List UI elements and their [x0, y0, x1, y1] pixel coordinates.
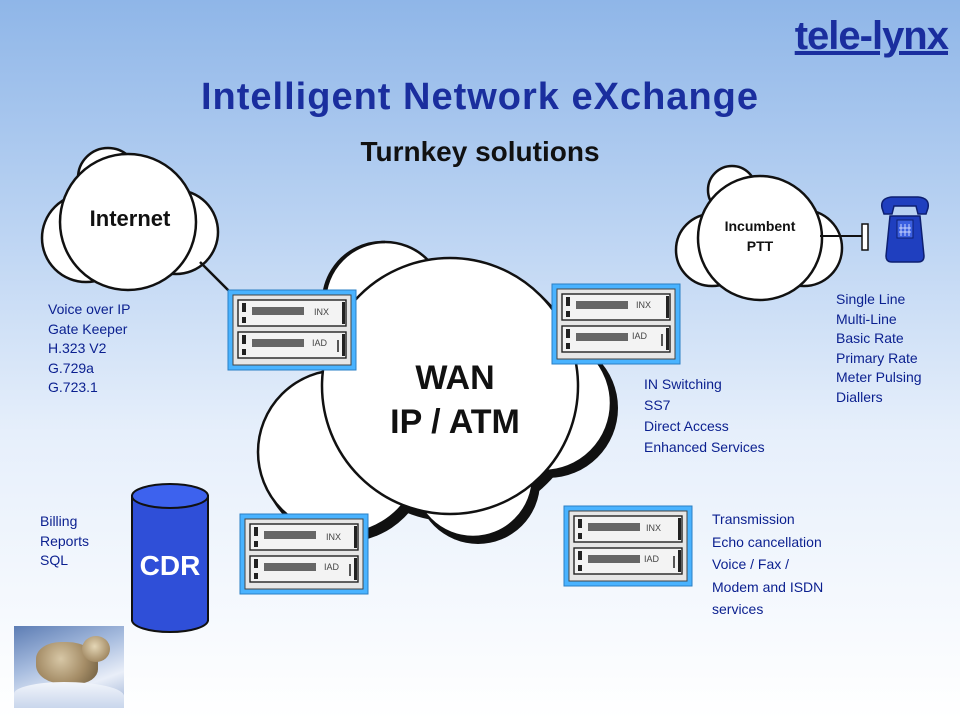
- note-line: SS7: [644, 397, 671, 413]
- note-line: Basic Rate: [836, 330, 904, 346]
- phone-line-notes: Single Line Multi-Line Basic Rate Primar…: [836, 290, 922, 407]
- billing-notes: Billing Reports SQL: [40, 512, 89, 571]
- device-label-inx: INX: [314, 307, 329, 317]
- note-line: Voice / Fax /: [712, 556, 790, 572]
- cdr-label: CDR: [139, 550, 201, 581]
- voip-notes: Voice over IP Gate Keeper H.323 V2 G.729…: [48, 300, 131, 398]
- page-title: Intelligent Network eXchange: [201, 76, 759, 118]
- brand-logo-text: tele-lynx: [794, 14, 949, 58]
- telephone-icon: [880, 196, 930, 263]
- lynx-head: [82, 636, 110, 662]
- device-label-iad: IAD: [324, 562, 340, 572]
- incumbent-ptt-cloud: [674, 164, 844, 302]
- note-line: G.729a: [48, 359, 94, 376]
- device-label-inx: INX: [636, 300, 651, 310]
- device-label-inx: INX: [326, 532, 341, 542]
- note-line: Gate Keeper: [48, 320, 128, 337]
- wan-cloud: [256, 240, 618, 544]
- page-subtitle: Turnkey solutions: [360, 136, 600, 167]
- note-line: Billing: [40, 513, 78, 529]
- wan-label: WAN IP / ATM: [350, 356, 560, 444]
- note-line: Echo cancellation: [712, 533, 822, 550]
- wan-label-line: WAN: [415, 359, 495, 397]
- note-line: Modem and ISDN: [712, 578, 824, 595]
- note-line: Primary Rate: [836, 349, 918, 366]
- device-label-iad: IAD: [632, 331, 648, 341]
- transmission-notes: Transmission Echo cancellation Voice / F…: [712, 508, 823, 621]
- device-label-iad: IAD: [312, 338, 328, 348]
- note-line: Single Line: [836, 291, 906, 307]
- device-label-inx: INX: [646, 523, 661, 533]
- note-line: IN Switching: [644, 376, 722, 392]
- note-line: Voice over IP: [48, 301, 131, 317]
- snow: [14, 682, 124, 708]
- in-switching-notes: IN Switching SS7 Direct Access Enhanced …: [644, 374, 765, 458]
- internet-cloud: [40, 146, 220, 292]
- note-line: SQL: [40, 552, 69, 568]
- incumbent-label-line: PTT: [746, 238, 774, 254]
- note-line: Transmission: [712, 511, 795, 527]
- note-line: Enhanced Services: [644, 439, 765, 455]
- cdr-database-icon: [131, 483, 209, 633]
- device-inx-iad-top-left: INX IAD: [227, 289, 357, 371]
- note-line: Multi-Line: [836, 310, 897, 327]
- device-inx-iad-top-right: INX IAD: [551, 283, 681, 365]
- device-inx-iad-bottom-left: INX IAD: [239, 513, 369, 595]
- device-inx-iad-bottom-right: INX IAD: [563, 505, 693, 587]
- note-line: Direct Access: [644, 418, 729, 434]
- note-line: Diallers: [836, 388, 883, 405]
- note-line: G.723.1: [48, 379, 98, 395]
- wan-label-line: IP / ATM: [390, 403, 520, 441]
- note-line: Reports: [40, 532, 90, 549]
- internet-label: Internet: [89, 206, 171, 231]
- incumbent-ptt-label: Incumbent PTT: [700, 216, 820, 256]
- note-line: H.323 V2: [48, 340, 107, 356]
- lynx-photo: [14, 626, 124, 708]
- note-line: services: [712, 601, 764, 617]
- incumbent-label-line: Incumbent: [724, 218, 796, 234]
- device-label-iad: IAD: [644, 554, 660, 564]
- note-line: Meter Pulsing: [836, 369, 922, 385]
